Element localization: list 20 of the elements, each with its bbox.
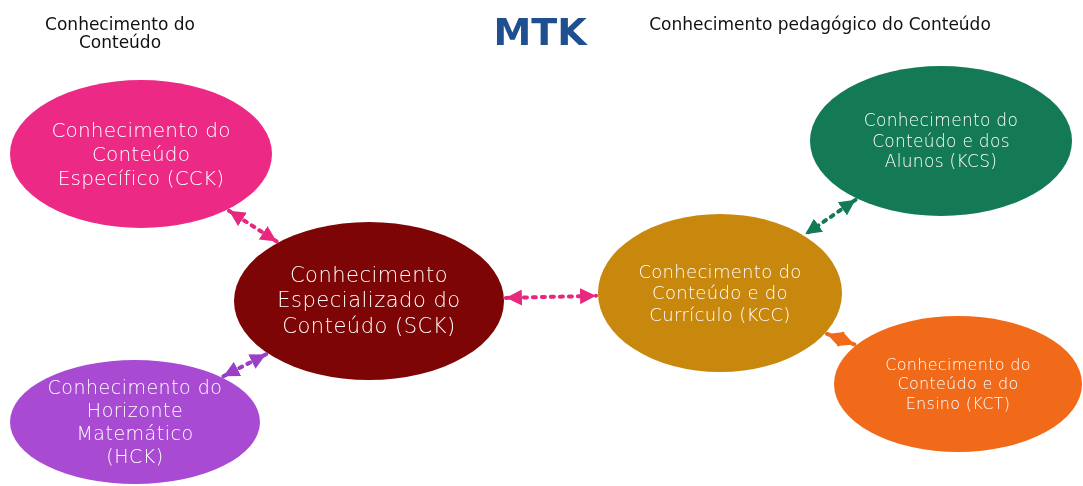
ellipse-node [810, 66, 1072, 216]
diagram-title: MTK [492, 10, 589, 54]
node-text: Conhecimento do Horizonte Matemático (HCK) [46, 376, 224, 468]
double-arrow [824, 331, 857, 348]
node-text: Conhecimento do Conteúdo e do Ensino (KCT) [884, 355, 1032, 413]
node-text: Conhecimento Especializado do Conteúdo (SCK) [276, 263, 462, 339]
ellipse-node [10, 80, 272, 228]
ellipse-node [10, 360, 260, 484]
double-arrow [221, 352, 269, 379]
ellipse-node [834, 316, 1082, 452]
node-text: Conhecimento do Conteúdo Específico (CCK) [50, 118, 232, 190]
double-arrow [227, 208, 279, 244]
double-arrow [503, 288, 599, 306]
ellipse-node [234, 222, 504, 380]
double-arrow [803, 197, 858, 237]
group-heading: Conhecimento pedagógico do Conteúdo [648, 15, 992, 33]
node-text: Conhecimento do Conteúdo e dos Alunos (KCS) [862, 110, 1020, 172]
ellipse-node [598, 214, 842, 372]
group-heading: Conhecimento do Conteúdo [44, 15, 196, 51]
node-text: Conhecimento do Conteúdo e do Currículo (KCC) [637, 260, 803, 326]
